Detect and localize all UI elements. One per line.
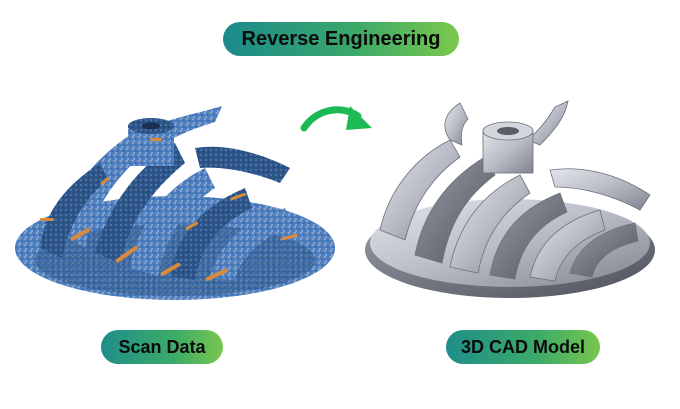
- page-title-text: Reverse Engineering: [241, 27, 441, 50]
- cad-model-label-text: 3D CAD Model: [460, 336, 585, 357]
- cad-hub: [482, 121, 534, 174]
- curved-arrow-right-icon: [300, 106, 372, 132]
- scan-data-label: Scan Data: [101, 330, 223, 364]
- cad-blades: [379, 100, 651, 282]
- scan-artifacts: [40, 138, 298, 281]
- cad-model-image: [365, 100, 655, 298]
- cad-model-label: 3D CAD Model: [446, 330, 600, 364]
- scan-data-image: [15, 106, 335, 300]
- scan-data-label-text: Scan Data: [118, 336, 206, 357]
- scan-hub: [128, 118, 174, 166]
- page-title: Reverse Engineering: [223, 22, 459, 56]
